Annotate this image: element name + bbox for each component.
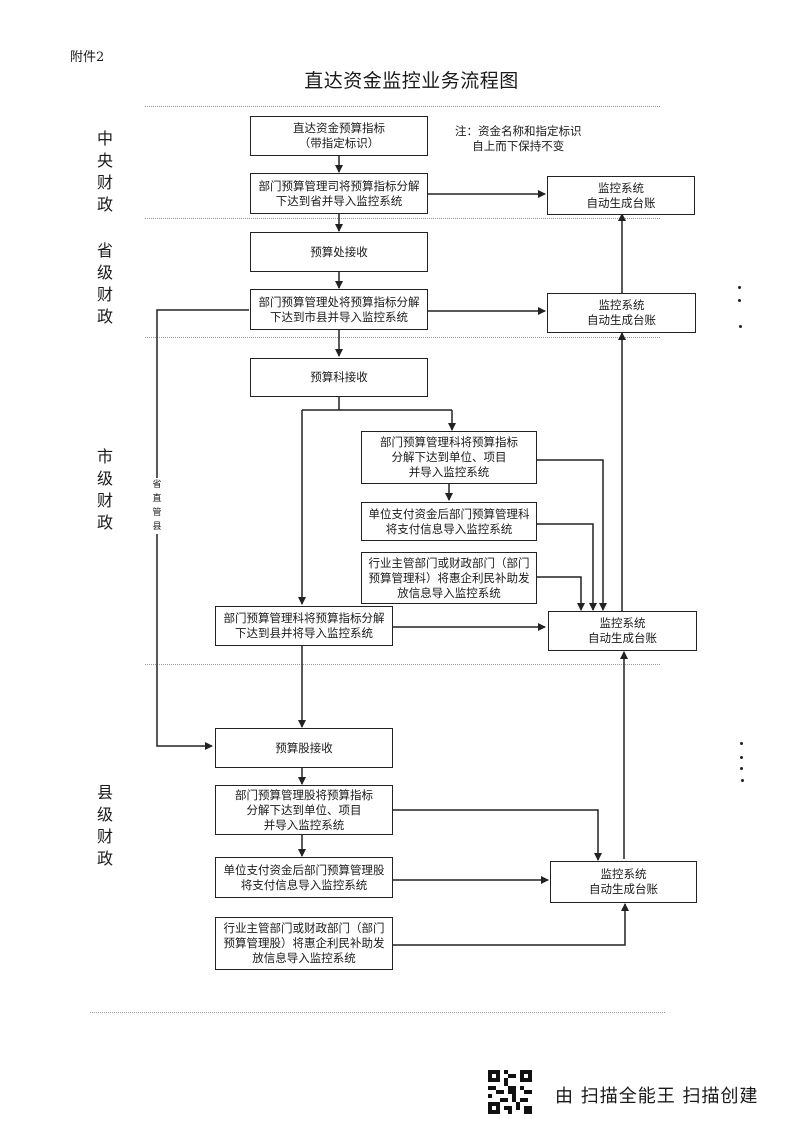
box-city-payment: 单位支付资金后部门预算管理科 将支付信息导入监控系统 [361, 502, 537, 541]
arrow-city-payment-to-monitor [535, 523, 597, 611]
level-label-county: 县 级 财 政 [96, 783, 113, 868]
box-county-payment: 单位支付资金后部门预算管理股 将支付信息导入监控系统 [215, 857, 393, 898]
scan-speck [741, 779, 744, 782]
box-county-receive: 预算股接收 [215, 728, 393, 768]
box-central-indicator: 直达资金预算指标 （带指定标识） [250, 116, 428, 156]
qr-code-icon [488, 1070, 532, 1118]
scan-speck [738, 299, 741, 302]
divider-bottom [90, 1012, 665, 1013]
level-label-provincial: 省 级 财 政 [96, 241, 113, 326]
box-city-monitor: 监控系统 自动生成台账 [548, 611, 697, 651]
box-county-subsidy: 行业主管部门或财政部门（部门 预算管理股）将惠企利民补助发 放信息导入监控系统 [215, 917, 393, 970]
side-label-direct-county: 省 直 管 县 [151, 478, 163, 534]
divider-top [145, 106, 660, 107]
arrow-county-split-units-to-monitor [392, 809, 602, 861]
page-title: 直达资金监控业务流程图 [304, 70, 519, 92]
divider-central-provincial [145, 218, 660, 219]
box-city-split-county: 部门预算管理科将预算指标分解 下达到县并将导入监控系统 [215, 606, 393, 646]
level-label-central: 中 央 财 政 [96, 129, 113, 214]
box-central-split: 部门预算管理司将预算指标分解 下达到省并导入监控系统 [250, 173, 428, 214]
box-central-monitor: 监控系统 自动生成台账 [547, 176, 695, 215]
arrow-city-split-units-to-monitor [535, 459, 607, 611]
scanner-watermark-text: 由 扫描全能王 扫描创建 [555, 1086, 759, 1107]
box-prov-receive: 预算处接收 [250, 232, 428, 272]
scan-speck [740, 756, 743, 759]
scan-speck [739, 325, 742, 328]
arrow-city-subsidy-to-monitor [535, 576, 585, 611]
scan-speck [738, 286, 741, 289]
box-county-split-units: 部门预算管理股将预算指标 分解下达到单位、项目 并导入监控系统 [215, 785, 393, 835]
box-prov-monitor: 监控系统 自动生成台账 [547, 293, 696, 333]
divider-city-county [145, 664, 660, 665]
box-city-subsidy: 行业主管部门或财政部门（部门 预算管理科）将惠企利民补助发 放信息导入监控系统 [361, 552, 537, 604]
scan-speck [740, 742, 743, 745]
box-city-split-units: 部门预算管理科将预算指标 分解下达到单位、项目 并导入监控系统 [361, 431, 537, 484]
level-label-city: 市 级 财 政 [96, 447, 113, 532]
arrow-county-subsidy-to-monitor [392, 903, 629, 946]
scan-speck [740, 767, 743, 770]
box-county-monitor: 监控系统 自动生成台账 [550, 861, 697, 903]
divider-provincial-city [145, 337, 660, 338]
attachment-label: 附件2 [70, 50, 105, 65]
arrow-prov-direct-to-county [156, 309, 249, 750]
box-city-receive: 预算科接收 [250, 358, 428, 397]
box-prov-split: 部门预算管理处将预算指标分解 下达到市县并导入监控系统 [250, 289, 428, 330]
note-text: 注：资金名称和指定标识 自上而下保持不变 [455, 124, 582, 153]
